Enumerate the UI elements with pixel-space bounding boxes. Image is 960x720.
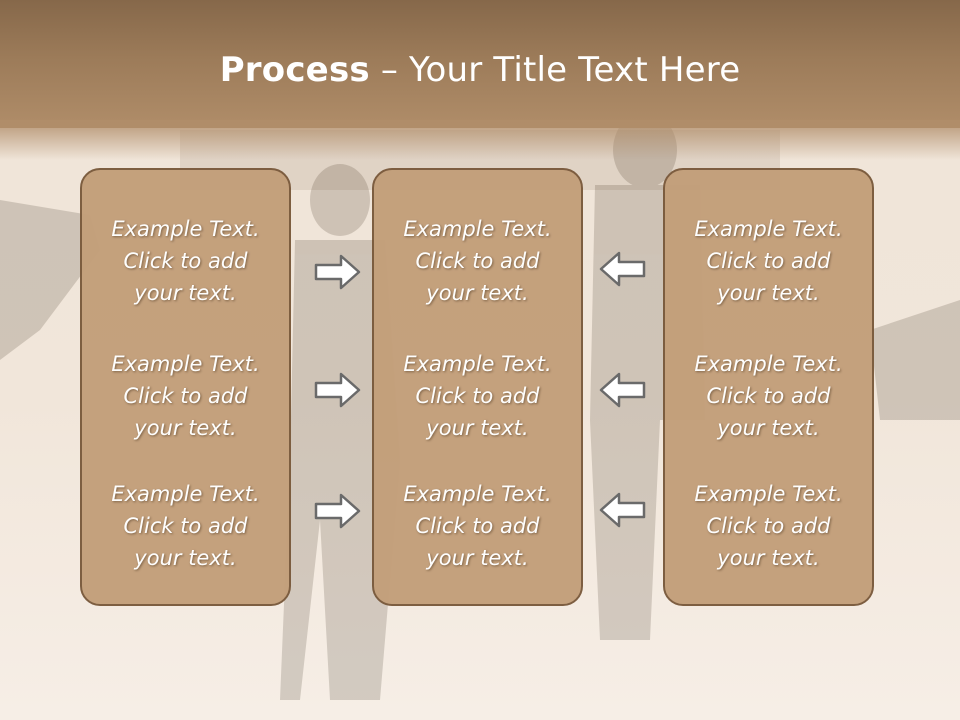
panel-text-block[interactable]: Example Text. Click to add your text. [374, 348, 581, 444]
text-line: Example Text. [403, 482, 552, 506]
header-fade [0, 120, 960, 160]
process-panel-3[interactable]: Example Text. Click to add your text. Ex… [663, 168, 874, 606]
panel-text-block[interactable]: Example Text. Click to add your text. [665, 213, 872, 309]
arrow-right-icon [314, 372, 361, 408]
panel-text-block[interactable]: Example Text. Click to add your text. [665, 478, 872, 574]
process-panel-2[interactable]: Example Text. Click to add your text. Ex… [372, 168, 583, 606]
text-line: Example Text. [694, 482, 843, 506]
text-line: Example Text. [403, 352, 552, 376]
text-line: your text. [426, 546, 529, 570]
panel-text-block[interactable]: Example Text. Click to add your text. [82, 213, 289, 309]
text-line: Click to add [415, 514, 540, 538]
text-line: your text. [134, 546, 237, 570]
text-line: Click to add [415, 384, 540, 408]
header-band [0, 0, 960, 128]
text-line: Example Text. [694, 352, 843, 376]
page-title[interactable]: Process – Your Title Text Here [0, 50, 960, 90]
arrow-right-icon [314, 493, 361, 529]
text-line: Click to add [123, 514, 248, 538]
arrow-left-icon [599, 492, 646, 528]
arrow-right-icon [314, 254, 361, 290]
text-line: your text. [426, 416, 529, 440]
text-line: Example Text. [694, 217, 843, 241]
text-line: Click to add [123, 249, 248, 273]
arrow-left-icon [599, 372, 646, 408]
text-line: your text. [134, 416, 237, 440]
text-line: your text. [426, 281, 529, 305]
panel-text-block[interactable]: Example Text. Click to add your text. [665, 348, 872, 444]
text-line: Click to add [123, 384, 248, 408]
arrow-left-icon [599, 251, 646, 287]
text-line: Click to add [706, 514, 831, 538]
text-line: Click to add [415, 249, 540, 273]
text-line: Example Text. [111, 352, 260, 376]
title-rest: – Your Title Text Here [369, 50, 741, 90]
text-line: Example Text. [111, 482, 260, 506]
text-line: Click to add [706, 384, 831, 408]
panel-text-block[interactable]: Example Text. Click to add your text. [374, 478, 581, 574]
panel-text-block[interactable]: Example Text. Click to add your text. [82, 478, 289, 574]
title-bold: Process [219, 50, 370, 90]
text-line: Example Text. [403, 217, 552, 241]
panel-text-block[interactable]: Example Text. Click to add your text. [82, 348, 289, 444]
text-line: your text. [717, 416, 820, 440]
text-line: your text. [717, 281, 820, 305]
process-panel-1[interactable]: Example Text. Click to add your text. Ex… [80, 168, 291, 606]
text-line: your text. [134, 281, 237, 305]
text-line: your text. [717, 546, 820, 570]
text-line: Example Text. [111, 217, 260, 241]
panel-text-block[interactable]: Example Text. Click to add your text. [374, 213, 581, 309]
text-line: Click to add [706, 249, 831, 273]
